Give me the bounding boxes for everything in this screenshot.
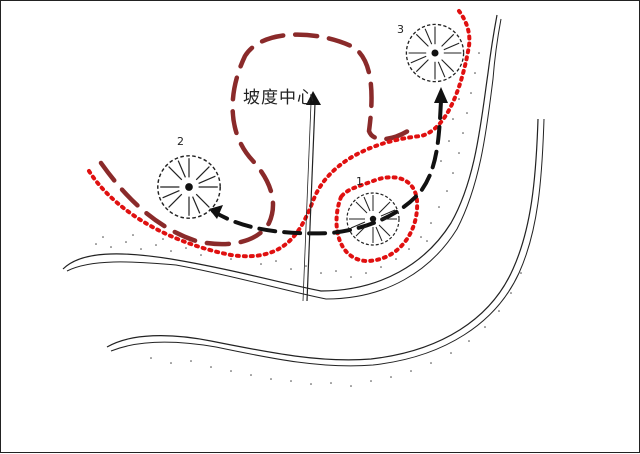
tree-2-icon	[157, 155, 221, 219]
tree-1-number: 1	[356, 175, 363, 188]
brown-dashed-boundary	[98, 32, 414, 247]
slope-center-arrowhead	[306, 91, 321, 105]
tree-3-number: 3	[397, 23, 404, 36]
slope-contour-lower	[106, 118, 539, 361]
red-dotted-route	[87, 9, 472, 259]
slope-contour-upper	[62, 14, 498, 292]
slope-contour-upper-inner	[66, 18, 502, 300]
arrowhead-to-tree-2	[209, 205, 223, 219]
slope-center-arrow-line	[306, 102, 316, 302]
tree-3-icon	[405, 23, 465, 83]
slope-stipple	[95, 52, 522, 387]
black-dashed-path	[211, 99, 443, 236]
red-dotted-loop-tree-1	[334, 175, 420, 264]
slope-center-arrow-line-2	[302, 102, 312, 302]
slope-center-label: 坡度中心	[243, 88, 315, 108]
slope-contour-lower-inner	[110, 118, 545, 367]
tree-1-icon	[346, 192, 400, 246]
arrowhead-to-tree-3	[434, 87, 448, 103]
tree-2-number: 2	[177, 135, 184, 148]
